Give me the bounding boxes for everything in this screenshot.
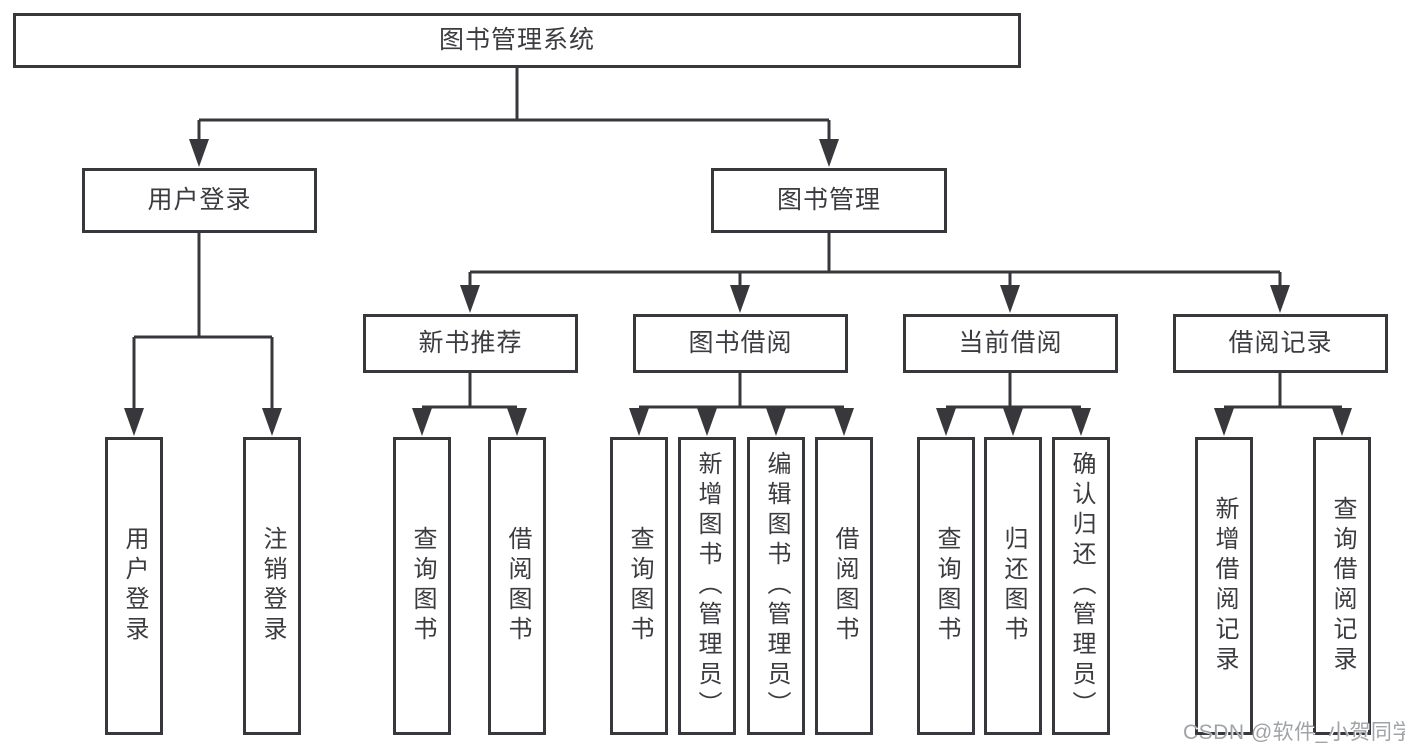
leaf-confirm-return-admin: 确认归还（管理员） xyxy=(1052,437,1110,735)
node-new-book-recommend: 新书推荐 xyxy=(363,314,578,373)
node-user-login-label: 用户登录 xyxy=(147,186,252,214)
node-user-login: 用户登录 xyxy=(82,168,317,233)
leaf-user-login-label: 用户登录 xyxy=(121,526,148,646)
leaf-return-book: 归还图书 xyxy=(984,437,1042,735)
leaf-add-borrow-record-label: 新增借阅记录 xyxy=(1211,496,1238,676)
node-root: 图书管理系统 xyxy=(13,13,1021,68)
leaf-add-borrow-record: 新增借阅记录 xyxy=(1195,437,1253,735)
watermark: CSDN @软件_小贺同学 xyxy=(1183,721,1405,744)
node-root-label: 图书管理系统 xyxy=(438,26,595,54)
node-current-borrow-label: 当前借阅 xyxy=(958,329,1063,357)
node-borrow-records-label: 借阅记录 xyxy=(1228,329,1333,357)
leaf-edit-book-admin-label: 编辑图书（管理员） xyxy=(763,451,790,721)
node-book-borrow-label: 图书借阅 xyxy=(688,329,793,357)
leaf-add-book-admin: 新增图书（管理员） xyxy=(678,437,736,735)
leaf-borrow-books-recommend: 借阅图书 xyxy=(488,437,546,735)
leaf-query-borrow-record-label: 查询借阅记录 xyxy=(1329,496,1356,676)
leaf-borrow-books-recommend-label: 借阅图书 xyxy=(504,526,531,646)
leaf-confirm-return-admin-label: 确认归还（管理员） xyxy=(1068,451,1095,721)
node-book-borrow: 图书借阅 xyxy=(633,314,848,373)
node-new-book-recommend-label: 新书推荐 xyxy=(418,329,523,357)
leaf-query-books-recommend: 查询图书 xyxy=(393,437,451,735)
leaf-borrow-books-label: 借阅图书 xyxy=(831,526,858,646)
leaf-logout: 注销登录 xyxy=(243,437,301,735)
leaf-query-books-current-label: 查询图书 xyxy=(933,526,960,646)
leaf-user-login: 用户登录 xyxy=(105,437,163,735)
leaf-query-books-borrow: 查询图书 xyxy=(610,437,668,735)
leaf-query-books-current: 查询图书 xyxy=(917,437,975,735)
leaf-logout-label: 注销登录 xyxy=(259,526,286,646)
leaf-return-book-label: 归还图书 xyxy=(1000,526,1027,646)
leaf-query-books-recommend-label: 查询图书 xyxy=(409,526,436,646)
node-book-management: 图书管理 xyxy=(711,168,947,233)
leaf-edit-book-admin: 编辑图书（管理员） xyxy=(747,437,805,735)
leaf-query-borrow-record: 查询借阅记录 xyxy=(1313,437,1371,735)
leaf-borrow-books: 借阅图书 xyxy=(815,437,873,735)
leaf-add-book-admin-label: 新增图书（管理员） xyxy=(694,451,721,721)
node-current-borrow: 当前借阅 xyxy=(903,314,1118,373)
leaf-query-books-borrow-label: 查询图书 xyxy=(626,526,653,646)
node-book-management-label: 图书管理 xyxy=(776,186,881,214)
node-borrow-records: 借阅记录 xyxy=(1173,314,1388,373)
